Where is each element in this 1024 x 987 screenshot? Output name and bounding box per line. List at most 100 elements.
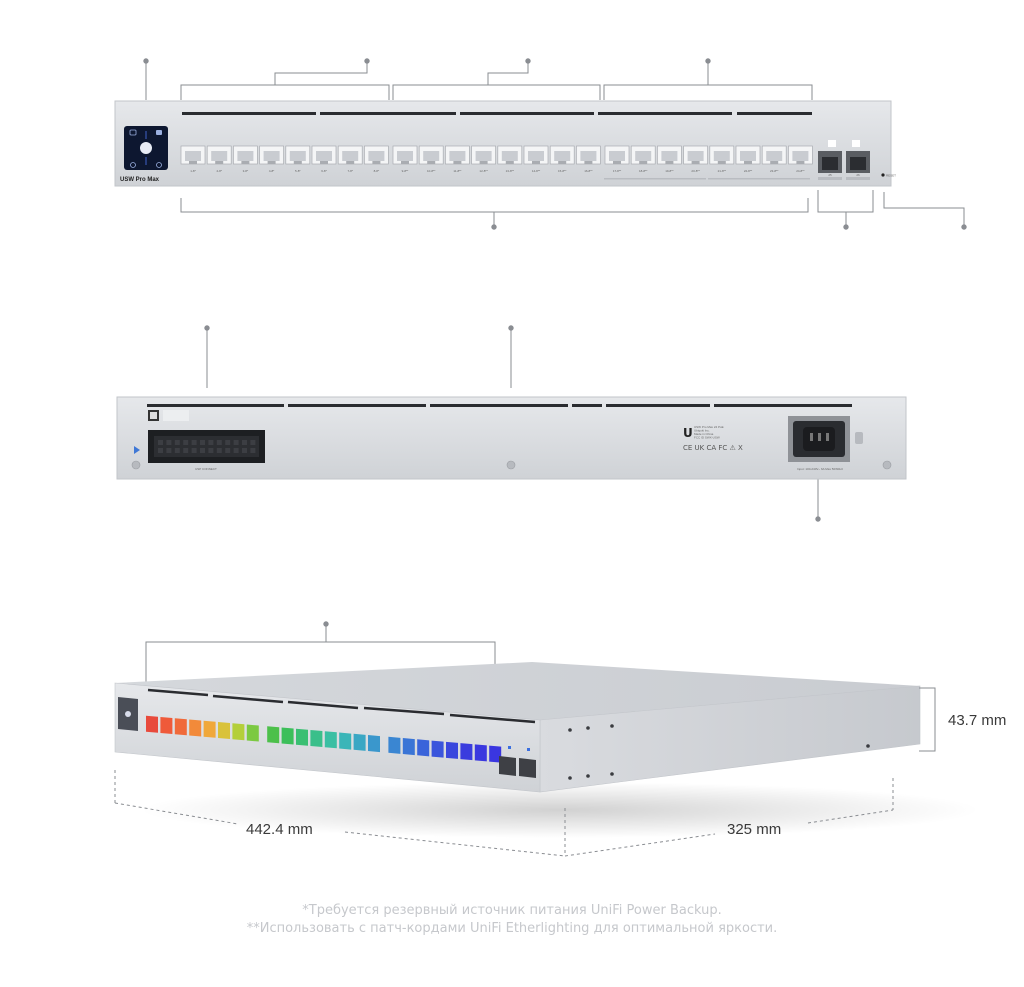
etherlighting-port-22[interactable] (460, 743, 473, 761)
port-label: 11-8** (453, 169, 462, 173)
sfp-label-26: 26 (856, 173, 860, 177)
port-label: 21-8** (718, 169, 727, 173)
rj45-port-24[interactable] (788, 145, 813, 165)
rear-label-line: FCC ID SWX-USW (694, 436, 720, 440)
etherlighting-port-14[interactable] (339, 732, 352, 750)
rj45-port-21[interactable] (709, 145, 735, 165)
port-label: 1-8* (190, 169, 196, 173)
rj45-port-7[interactable] (337, 145, 363, 165)
port-label: 18-8** (639, 169, 648, 173)
port-label: 4-8* (269, 169, 275, 173)
etherlighting-port-8[interactable] (246, 724, 259, 742)
rj45-port-11[interactable] (445, 145, 470, 165)
ubiquiti-logo-icon: U (683, 426, 693, 440)
port-label: 6-8* (321, 169, 327, 173)
etherlighting-port-20[interactable] (431, 740, 444, 758)
rj45-port-22[interactable] (735, 145, 761, 165)
dimension-lines (114, 687, 936, 857)
rj45-port-17[interactable] (604, 145, 630, 165)
certification-marks: CE UK CA FC ⚠ X (683, 444, 743, 452)
rj45-port-6[interactable] (311, 145, 337, 165)
port-label: 2-8* (216, 169, 222, 173)
port-label: 13-8** (506, 169, 515, 173)
rj45-port-12[interactable] (471, 145, 496, 165)
etherlighting-port-15[interactable] (353, 733, 366, 751)
etherlighting-port-6[interactable] (218, 721, 230, 740)
usp-connect-label: USP CONNECT (195, 467, 217, 471)
perspective-sfp (499, 746, 536, 778)
rj45-port-1[interactable] (180, 145, 206, 165)
etherlighting-port-19[interactable] (417, 739, 430, 757)
etherlighting-port-13[interactable] (324, 731, 337, 749)
etherlighting-port-23[interactable] (474, 744, 487, 762)
dimension-depth: 325 mm (727, 821, 781, 838)
port-label: 19-8** (665, 169, 674, 173)
rj45-port-23[interactable] (761, 145, 787, 165)
power-input-label: Input: 100-240V~ 6A Max 50/60Hz (797, 467, 843, 471)
port-label: 5-8* (295, 169, 301, 173)
rj45-port-14[interactable] (523, 145, 549, 165)
rj45-port-19[interactable] (657, 145, 682, 165)
rj45-port-9[interactable] (392, 145, 418, 165)
port-label: 16-8** (584, 169, 593, 173)
port-label: 23-8** (770, 169, 779, 173)
rear-view: USP CONNECT U USW Pro Max 24 PoEUbiquiti… (116, 325, 907, 522)
perspective-vents (147, 688, 536, 724)
rj45-port-16[interactable] (576, 145, 601, 165)
port-label: 7-8* (347, 169, 353, 173)
etherlighting-port-24[interactable] (489, 745, 502, 763)
touch-display[interactable] (124, 126, 168, 170)
etherlighting-port-1[interactable] (146, 715, 158, 733)
rj45-port-10[interactable] (418, 145, 444, 165)
rj45-port-5[interactable] (285, 145, 311, 165)
sfp-label-25: 25 (828, 173, 832, 177)
reset-label: RESET (886, 174, 896, 178)
etherlighting-port-17[interactable] (388, 736, 401, 754)
sfp-ports: 25 26 (818, 140, 870, 180)
front-callouts (143, 58, 967, 230)
rj45-port-3[interactable] (233, 145, 258, 165)
power-inlet[interactable] (788, 416, 850, 462)
usp-connect-port[interactable] (148, 430, 265, 463)
model-label: USW Pro Max (120, 177, 160, 183)
etherlighting-port-9[interactable] (267, 726, 280, 744)
port-label: 22-8** (744, 169, 753, 173)
rj45-port-8[interactable] (364, 145, 389, 165)
port-label: 14-8** (532, 169, 541, 173)
side-screws (568, 724, 870, 780)
rj45-port-15[interactable] (549, 145, 575, 165)
port-label: 10-8** (427, 169, 436, 173)
etherlighting-port-18[interactable] (402, 738, 415, 756)
footnote-power-backup: *Требуется резервный источник питания Un… (302, 903, 722, 918)
etherlighting-port-3[interactable] (174, 718, 187, 736)
footnote-etherlighting: **Использовать с патч-кордами UniFi Ethe… (246, 921, 778, 936)
rj45-port-2[interactable] (206, 145, 232, 165)
rj45-port-18[interactable] (630, 145, 656, 165)
etherlighting-port-4[interactable] (189, 719, 202, 737)
etherlighting-port-16[interactable] (368, 735, 380, 753)
front-vents (182, 112, 812, 115)
top-surface (115, 662, 920, 720)
etherlighting-port-2[interactable] (160, 716, 173, 734)
port-label: 20-8** (691, 169, 700, 173)
port-label: 17-8** (613, 169, 622, 173)
rj45-port-20[interactable] (683, 145, 708, 165)
front-rj45-ports: 1-8*2-8*3-8*4-8*5-8*6-8*7-8*8-8*9-8**10-… (180, 145, 813, 173)
dimension-height: 43.7 mm (948, 712, 1006, 729)
etherlighting-port-12[interactable] (310, 730, 323, 748)
rj45-port-4[interactable] (259, 145, 284, 165)
front-chassis (114, 100, 892, 187)
etherlighting-port-7[interactable] (232, 723, 245, 741)
etherlighting-port-10[interactable] (281, 727, 294, 745)
etherlighting-port-11[interactable] (296, 728, 308, 746)
etherlighting-ports (146, 715, 502, 763)
etherlighting-port-21[interactable] (446, 741, 458, 759)
front-view: USW Pro Max 1-8*2-8*3-8*4-8*5-8*6-8*7-8*… (114, 58, 967, 230)
port-label: 15-8** (558, 169, 567, 173)
reset-button[interactable] (881, 173, 885, 177)
rj45-port-13[interactable] (497, 145, 523, 165)
perspective-view: 43.7 mm 442.4 mm 325 mm (114, 621, 1006, 857)
etherlighting-port-5[interactable] (203, 720, 216, 738)
port-label: 8-8* (374, 169, 380, 173)
